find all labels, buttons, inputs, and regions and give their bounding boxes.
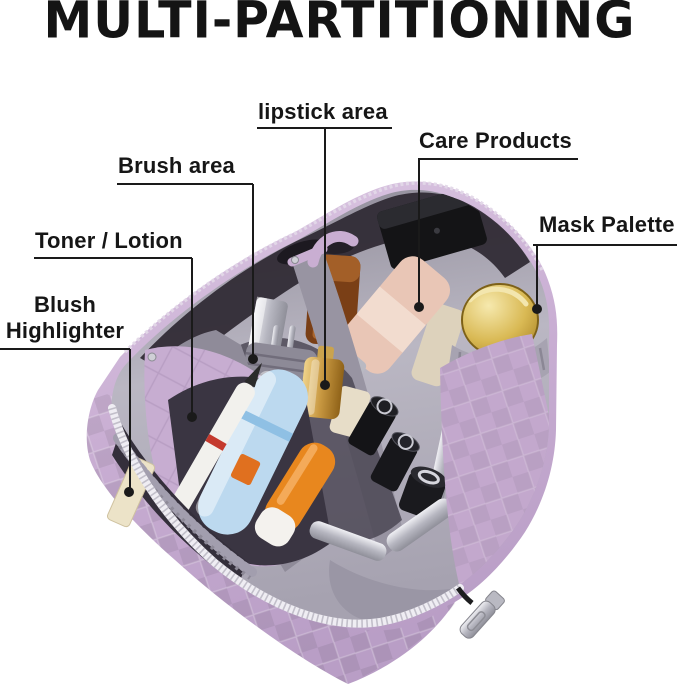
label-lipstick-area: lipstick area bbox=[258, 99, 388, 124]
leader-brush-area bbox=[117, 183, 254, 357]
product-eyeliner-pen bbox=[159, 362, 262, 534]
label-brush-area: Brush area bbox=[118, 153, 235, 178]
leader-toner-lotion bbox=[34, 257, 193, 415]
product-silver-tube bbox=[309, 521, 387, 561]
zipper-slider-small bbox=[147, 352, 157, 362]
dot-care-products bbox=[414, 302, 424, 312]
product-cream-bottle bbox=[411, 303, 465, 387]
product-blue-tube bbox=[195, 369, 308, 535]
label-care-products: Care Products bbox=[419, 128, 572, 153]
product-lipstick-bullet bbox=[348, 396, 399, 456]
leader-mask-palette bbox=[533, 244, 677, 307]
product-lipstick-bullet bbox=[370, 432, 420, 492]
page-title: MULTI-PARTITIONING bbox=[43, 0, 636, 51]
product-silver-tube bbox=[386, 498, 454, 552]
cosmetic-bag bbox=[86, 181, 558, 685]
dot-brush-area bbox=[248, 354, 258, 364]
product-orange-tube bbox=[254, 442, 336, 547]
leader-care-products bbox=[418, 158, 578, 305]
product-black-perfume-box bbox=[377, 189, 487, 270]
zipper-cord bbox=[455, 586, 474, 605]
leader-dots bbox=[124, 302, 542, 497]
label-blush-line2: Highlighter bbox=[5, 318, 125, 343]
leader-blush-highlighter bbox=[0, 348, 131, 490]
back-zipper-trim bbox=[123, 181, 545, 354]
leader-lipstick-area bbox=[257, 127, 392, 383]
zipper-slider-small bbox=[291, 256, 299, 264]
label-blush-line1: Blush bbox=[33, 292, 97, 317]
dot-toner-lotion bbox=[187, 412, 197, 422]
zipper-pull bbox=[455, 586, 505, 639]
label-toner-lotion: Toner / Lotion bbox=[35, 228, 183, 253]
dot-blush-highlighter bbox=[124, 487, 134, 497]
label-mask-palette: Mask Palette bbox=[539, 212, 675, 237]
leader-lines bbox=[0, 127, 677, 497]
dot-mask-palette bbox=[532, 304, 542, 314]
front-zipper-teeth bbox=[108, 406, 463, 628]
toner-lotion-compartment bbox=[159, 362, 387, 566]
divider-handle-strap bbox=[307, 231, 359, 268]
label-blush-highlighter: Blush Highlighter bbox=[0, 292, 136, 344]
dot-lipstick-area bbox=[320, 380, 330, 390]
